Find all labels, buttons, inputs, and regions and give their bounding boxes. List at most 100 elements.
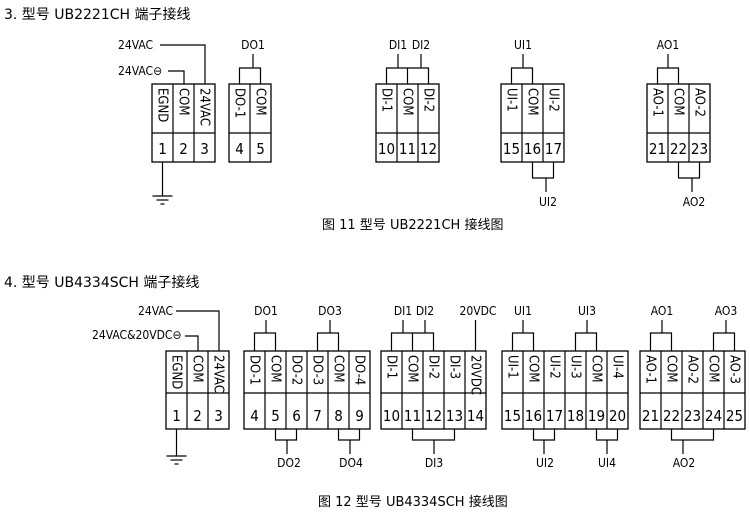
signal-label-top: DI2 <box>412 38 430 52</box>
terminal-name: AO-1 <box>643 355 658 384</box>
wire <box>411 429 456 441</box>
terminal-number: 2 <box>193 407 202 425</box>
terminal-number: 4 <box>235 140 244 158</box>
terminal-name: UI-2 <box>546 88 561 112</box>
wire <box>532 429 556 441</box>
section4-heading: 4. 型号 UB4334SCH 端子接线 <box>4 275 200 291</box>
supply-label-24vac-20vdc-neg: 24VAC&20VDC⊖ <box>92 328 182 342</box>
signal-label-top: DI1 <box>389 38 407 52</box>
terminal-name: UI-2 <box>547 355 562 379</box>
terminal-number: 23 <box>684 407 701 425</box>
wire <box>531 162 555 179</box>
terminal-number: 14 <box>467 407 484 425</box>
wire <box>274 429 298 441</box>
terminal-name: DO-2 <box>289 355 304 385</box>
wire <box>649 332 673 351</box>
terminal-name: AO-2 <box>685 355 700 384</box>
terminal-number: 15 <box>504 407 521 425</box>
terminal-block <box>375 83 440 163</box>
terminal-number: 5 <box>271 407 280 425</box>
supply-label-24vac-neg: 24VAC⊖ <box>118 64 162 78</box>
terminal-number: 13 <box>446 407 463 425</box>
terminal-number: 21 <box>649 140 666 158</box>
wire <box>574 332 598 351</box>
terminal-number: 16 <box>524 140 541 158</box>
terminal-block <box>500 83 565 163</box>
wire-24vac <box>160 44 206 84</box>
terminal-name: EGND <box>169 355 184 389</box>
terminal-name: AO-2 <box>692 88 707 117</box>
terminal-name: DO-3 <box>310 355 325 385</box>
terminal-name: COM <box>331 355 346 382</box>
terminal-name: UI-1 <box>504 88 519 112</box>
terminal-number: 22 <box>663 407 680 425</box>
terminal-name: DI-2 <box>421 88 436 112</box>
terminal-number: 16 <box>525 407 542 425</box>
terminal-number: 20 <box>609 407 626 425</box>
terminal-number: 12 <box>420 140 437 158</box>
wire <box>656 67 680 84</box>
terminal-name: DI-1 <box>384 355 399 379</box>
wire <box>238 67 262 84</box>
terminal-number: 8 <box>334 407 343 425</box>
signal-label-bottom: AO2 <box>673 456 696 470</box>
wire <box>670 429 715 441</box>
terminal-name: COM <box>526 355 541 382</box>
terminal-number: 17 <box>545 140 562 158</box>
terminal-name: COM <box>405 355 420 382</box>
terminal-number: 23 <box>691 140 708 158</box>
terminal-name: 24VAC <box>197 88 212 126</box>
terminal-name: COM <box>253 88 268 115</box>
terminal-number: 10 <box>378 140 395 158</box>
signal-label-bottom: DO2 <box>277 456 301 470</box>
terminal-number: 18 <box>567 407 584 425</box>
section3-heading: 3. 型号 UB2221CH 端子接线 <box>4 7 191 23</box>
terminal-name: DI-3 <box>447 355 462 379</box>
terminal-name: COM <box>176 88 191 115</box>
terminal-name: COM <box>190 355 205 382</box>
terminal-number: 11 <box>404 407 421 425</box>
terminal-name: COM <box>400 88 415 115</box>
terminal-name: COM <box>525 88 540 115</box>
terminal-name: DI-2 <box>426 355 441 379</box>
wire-24vac <box>176 310 220 351</box>
wire <box>316 332 340 351</box>
terminal-name: AO-3 <box>727 355 742 384</box>
terminal-number: 12 <box>425 407 442 425</box>
terminal-number: 4 <box>250 407 259 425</box>
terminal-number: 19 <box>588 407 605 425</box>
terminal-name: 20VDC <box>468 355 483 395</box>
signal-label-top: AO1 <box>651 304 674 318</box>
signal-label-top: UI1 <box>514 38 532 52</box>
figure12-caption: 图 12 型号 UB4334SCH 接线图 <box>318 495 508 510</box>
terminal-number: 24 <box>705 407 722 425</box>
terminal-number: 11 <box>399 140 416 158</box>
wire <box>712 332 736 351</box>
terminal-block <box>380 350 487 430</box>
signal-label-bottom: UI2 <box>536 456 554 470</box>
terminal-name: UI-1 <box>505 355 520 379</box>
signal-label-bottom: DI3 <box>425 456 443 470</box>
terminal-number: 9 <box>355 407 364 425</box>
terminal-name: DO-1 <box>247 355 262 385</box>
signal-label-top: UI1 <box>514 304 532 318</box>
supply-label-24vac: 24VAC <box>138 304 173 318</box>
signal-label-top: AO3 <box>715 304 738 318</box>
terminal-name: COM <box>671 88 686 115</box>
terminal-name: DO-4 <box>352 355 367 385</box>
signal-label-top: AO1 <box>657 38 680 52</box>
wire <box>337 429 361 441</box>
terminal-number: 17 <box>546 407 563 425</box>
figure11-caption: 图 11 型号 UB2221CH 接线图 <box>322 218 504 233</box>
terminal-number: 3 <box>200 140 209 158</box>
terminal-number: 10 <box>383 407 400 425</box>
wire-24vac-neg <box>185 335 199 351</box>
wire <box>677 162 701 179</box>
terminal-number: 3 <box>214 407 223 425</box>
terminal-block <box>639 350 746 430</box>
terminal-name: AO-1 <box>650 88 665 117</box>
terminal-number: 25 <box>726 407 743 425</box>
signal-label-bottom: UI2 <box>539 195 557 209</box>
signal-label-top: 20VDC <box>460 304 497 318</box>
